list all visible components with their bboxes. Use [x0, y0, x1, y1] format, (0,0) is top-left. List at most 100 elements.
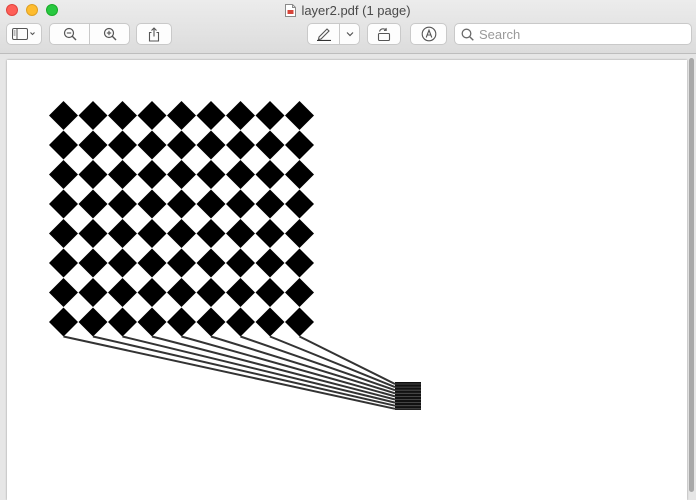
- diamond-shape: [255, 130, 285, 160]
- pen-icon: [316, 28, 331, 41]
- diamond-shape: [285, 189, 314, 219]
- diamond-shape: [137, 307, 167, 337]
- diamond-shape: [167, 189, 196, 219]
- vertical-scrollbar[interactable]: [688, 58, 695, 492]
- diamond-shape: [226, 307, 255, 337]
- markup-pen-button[interactable]: [307, 23, 340, 45]
- diamond-shape: [285, 130, 314, 160]
- diamond-shape: [49, 160, 78, 189]
- diamond-shape: [196, 307, 226, 337]
- diamond-shape: [226, 219, 255, 248]
- diamond-shape: [226, 278, 255, 307]
- zoom-out-icon: [63, 27, 76, 41]
- diamond-shape: [137, 219, 167, 248]
- diamond-shape: [108, 160, 137, 189]
- zoom-in-button[interactable]: [89, 23, 130, 45]
- document-view[interactable]: [0, 54, 696, 500]
- diamond-shape: [78, 160, 108, 189]
- diamond-shape: [196, 278, 226, 307]
- diamond-shape: [49, 248, 78, 278]
- diamond-shape: [108, 189, 137, 219]
- diamond-shape: [78, 189, 108, 219]
- diamond-shape: [78, 219, 108, 248]
- search-icon: [461, 28, 474, 41]
- diamond-shape: [108, 248, 137, 278]
- chevron-down-icon: [346, 32, 353, 37]
- zoom-out-button[interactable]: [49, 23, 90, 45]
- window-title: layer2.pdf (1 page): [301, 3, 411, 18]
- wire-line: [151, 335, 396, 401]
- wire-line: [210, 335, 396, 395]
- window-title-area: layer2.pdf (1 page): [0, 3, 696, 19]
- zoom-window-button[interactable]: [46, 4, 58, 16]
- diamond-shape: [196, 160, 226, 189]
- diamond-shape: [137, 160, 167, 189]
- pdf-page: [7, 60, 687, 500]
- rotate-icon: [377, 27, 391, 41]
- diamond-shape: [167, 130, 196, 160]
- diamond-shape: [167, 219, 196, 248]
- wire-line: [92, 335, 396, 407]
- diamond-shape: [49, 278, 78, 307]
- diamond-shape: [255, 189, 285, 219]
- diamond-shape: [167, 101, 196, 130]
- wire-line: [299, 335, 396, 385]
- diamond-shape: [108, 101, 137, 130]
- diamond-shape: [78, 101, 108, 130]
- diamond-shape: [196, 130, 226, 160]
- diamond-shape: [108, 307, 137, 337]
- diamond-shape: [167, 278, 196, 307]
- wire-line: [240, 335, 396, 392]
- diamond-shape: [49, 219, 78, 248]
- diamond-shape: [108, 130, 137, 160]
- diamond-shape: [196, 248, 226, 278]
- diamond-shape: [167, 160, 196, 189]
- diamond-shape: [255, 307, 285, 337]
- diamond-shape: [226, 130, 255, 160]
- diamond-shape: [226, 189, 255, 219]
- diamond-shape: [285, 248, 314, 278]
- search-field[interactable]: [454, 23, 692, 45]
- diamond-shape: [137, 189, 167, 219]
- markup-menu-button[interactable]: [339, 23, 360, 45]
- diamond-shape: [196, 189, 226, 219]
- wire-line: [269, 335, 396, 389]
- diamond-shape: [108, 219, 137, 248]
- minimize-window-button[interactable]: [26, 4, 38, 16]
- diamond-shape: [226, 101, 255, 130]
- wire-line: [181, 335, 396, 398]
- diamond-shape: [226, 160, 255, 189]
- diamond-shape: [78, 278, 108, 307]
- diamond-shape: [137, 130, 167, 160]
- diamond-shape: [255, 101, 285, 130]
- sidebar-toggle-button[interactable]: [6, 23, 42, 45]
- markup-circle-icon: [421, 26, 436, 42]
- scroll-thumb[interactable]: [689, 58, 694, 492]
- diamond-shape: [285, 101, 314, 130]
- rotate-button[interactable]: [367, 23, 401, 45]
- diamond-shape: [78, 307, 108, 337]
- diamond-shape: [167, 248, 196, 278]
- diamond-shape: [226, 248, 255, 278]
- diamond-shape: [108, 278, 137, 307]
- share-icon: [148, 26, 160, 42]
- markup-toolbar-button[interactable]: [410, 23, 447, 45]
- diamond-shape: [167, 307, 196, 337]
- diamond-shape: [49, 189, 78, 219]
- close-window-button[interactable]: [6, 4, 18, 16]
- diamond-shape: [196, 219, 226, 248]
- zoom-in-icon: [103, 27, 116, 41]
- diamond-shape: [137, 248, 167, 278]
- diamond-shape: [78, 130, 108, 160]
- diamond-shape: [285, 219, 314, 248]
- share-button[interactable]: [136, 23, 172, 45]
- wire-line: [63, 335, 396, 410]
- diamond-shape: [255, 278, 285, 307]
- page-artwork: [49, 101, 421, 410]
- diamond-shape: [285, 307, 314, 337]
- diamond-shape: [285, 160, 314, 189]
- pdf-document-icon: [285, 4, 297, 17]
- diamond-shape: [49, 130, 78, 160]
- search-input[interactable]: [479, 26, 679, 42]
- diamond-shape: [49, 307, 78, 337]
